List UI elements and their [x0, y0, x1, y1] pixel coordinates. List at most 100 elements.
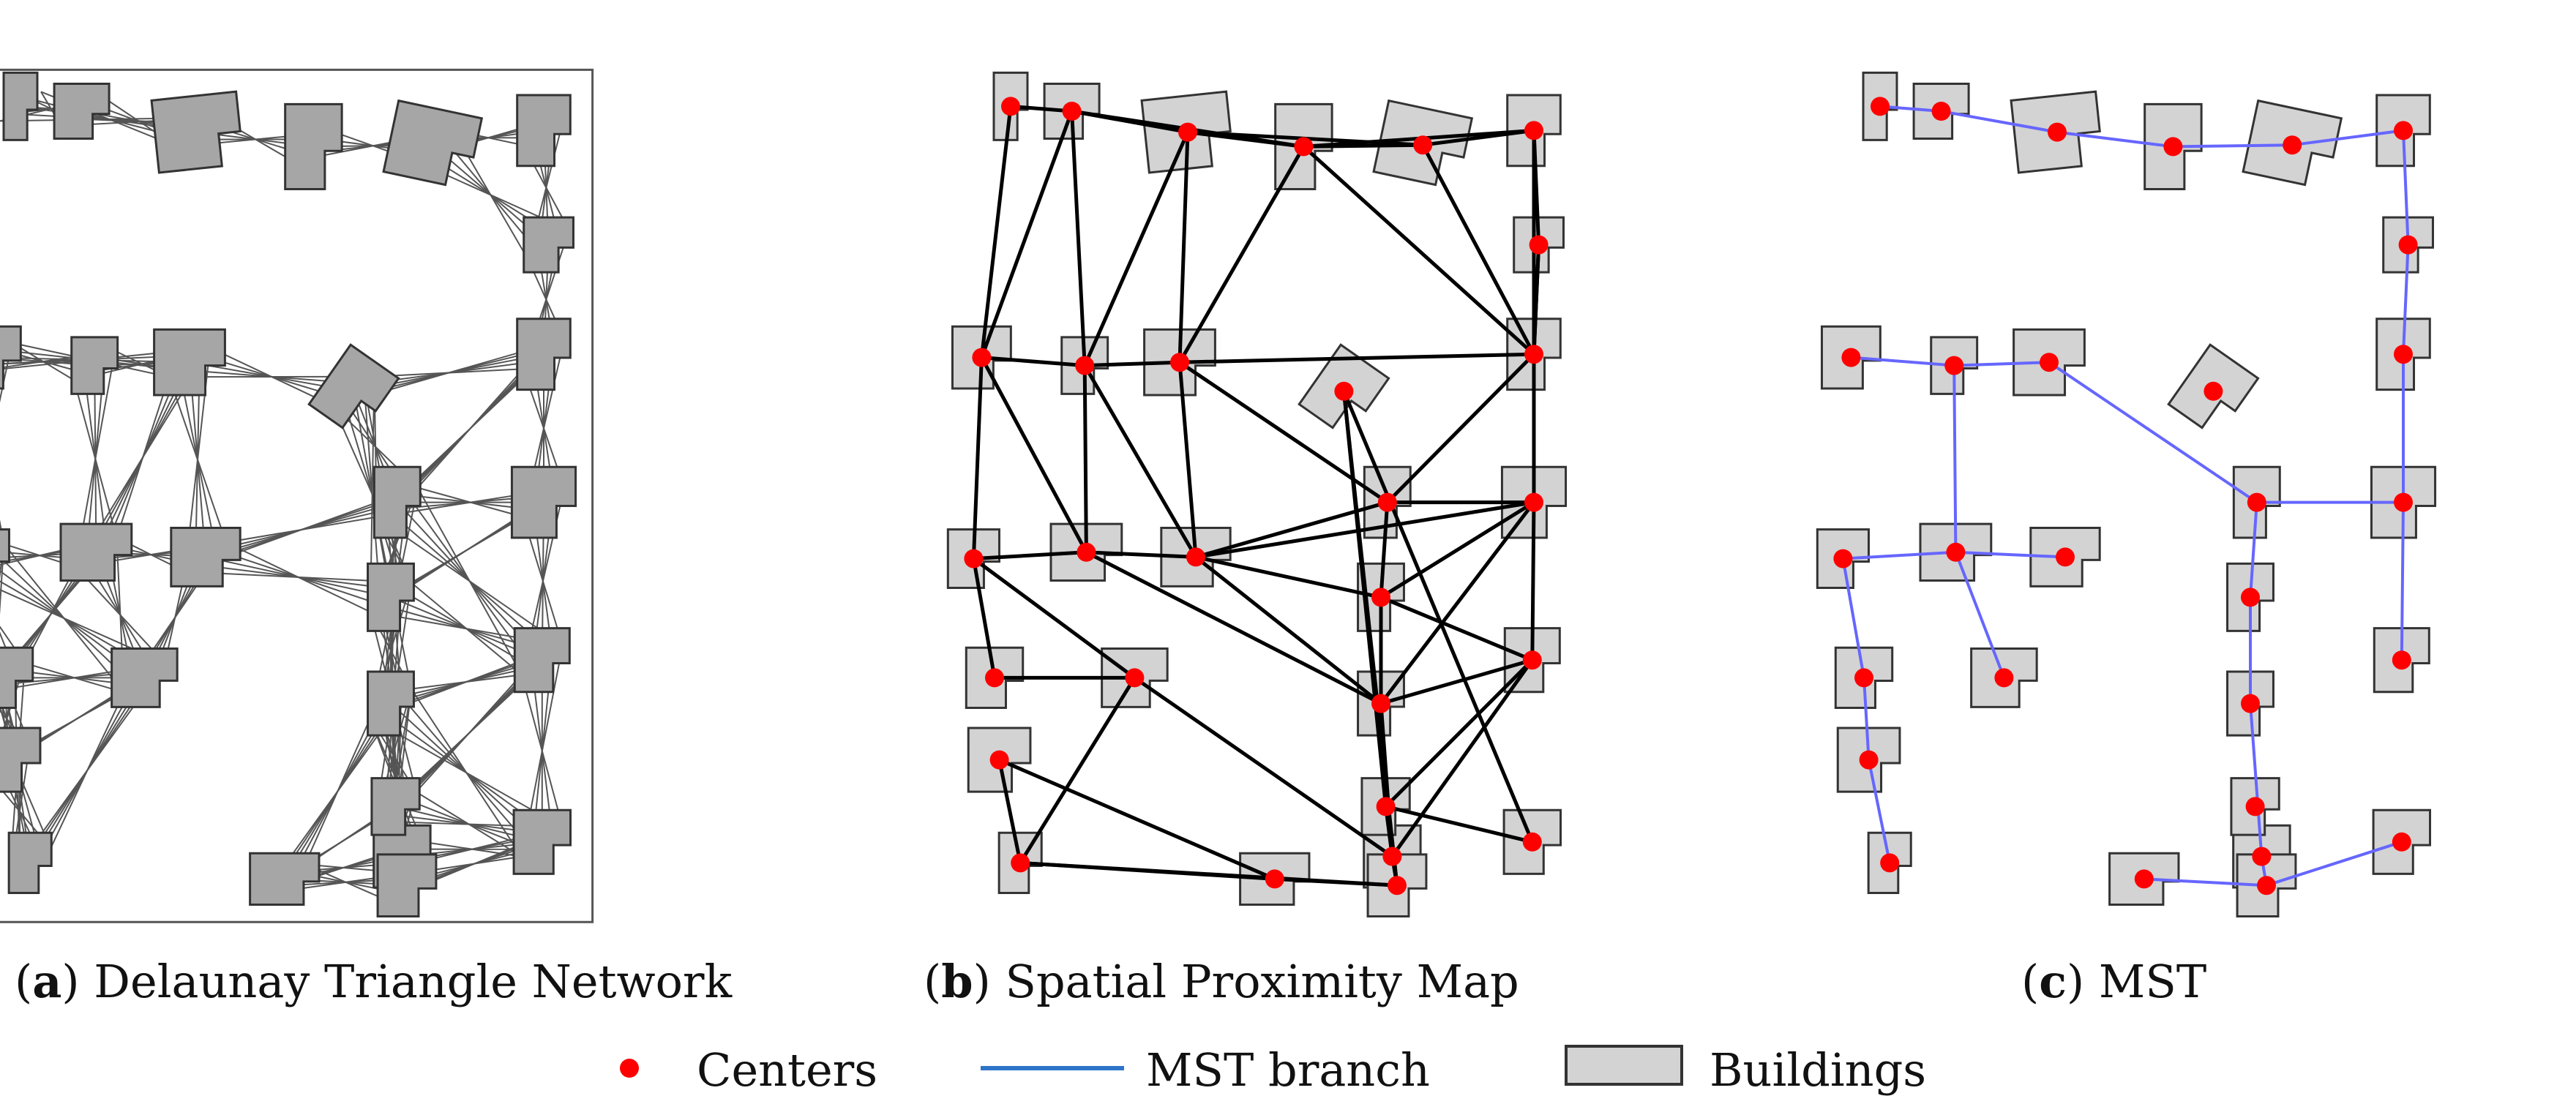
building-center: [1294, 137, 1314, 157]
building-center: [1944, 356, 1964, 375]
building-center: [2394, 492, 2413, 512]
building-footprint: [382, 99, 484, 187]
building-center: [1524, 121, 1543, 140]
mst-branch: [2266, 840, 2403, 887]
buildings-layer: [1816, 71, 2437, 918]
building-center: [1371, 587, 1390, 607]
building-footprint: [516, 318, 572, 391]
mst-branch: [1952, 365, 1958, 552]
centers-layer: [1833, 97, 2418, 896]
building-center: [2134, 869, 2154, 889]
delaunay-edge: [427, 855, 522, 872]
building-center: [2394, 121, 2413, 140]
proximity-edge: [1384, 658, 1534, 808]
proximity-edge: [1194, 555, 1382, 705]
caption-b-letter: b: [941, 955, 973, 1008]
delaunay-edge: [225, 541, 371, 613]
delaunay-edge: [0, 667, 31, 746]
proximity-edge: [1341, 391, 1388, 807]
proximity-edge: [1380, 596, 1533, 662]
proximity-edge: [1390, 658, 1534, 858]
mst-branch: [2048, 361, 2258, 504]
panel-a-delaunay-network: [0, 68, 594, 923]
proximity-edge: [997, 759, 1022, 863]
building-footprint: [2, 71, 39, 141]
proximity-edge: [1532, 244, 1541, 355]
building-center: [1522, 832, 1542, 852]
building-center: [1859, 750, 1879, 770]
delaunay-edge: [416, 791, 523, 857]
building-center: [1388, 876, 1407, 896]
delaunay-edge: [0, 671, 20, 753]
mst-branch: [2402, 244, 2410, 355]
delaunay-edge: [411, 582, 523, 675]
building-center: [2048, 122, 2067, 142]
proximity-edge: [1379, 500, 1535, 599]
building-center: [1854, 668, 1873, 688]
building-footprint: [376, 853, 438, 918]
caption-c-letter: c: [2039, 955, 2067, 1008]
building-center: [2247, 492, 2266, 512]
building-center: [1994, 668, 2014, 688]
proximity-edge: [973, 550, 1087, 561]
proximity-edge: [971, 357, 984, 559]
proximity-edge: [1195, 555, 1382, 599]
building-center: [1125, 668, 1145, 688]
building-center: [985, 668, 1004, 688]
mst-branch: [2143, 877, 2267, 887]
building-footprint: [367, 670, 415, 737]
building-footprint: [0, 325, 22, 390]
caption-b: (b) Spatial Proximity Map: [924, 955, 1519, 1008]
building-footprint: [249, 852, 321, 906]
legend-buildings-label: Buildings: [1710, 1043, 1927, 1097]
mst-branch: [1955, 550, 2066, 559]
proximity-edge: [1082, 131, 1190, 367]
building-center: [2394, 345, 2413, 364]
proximity-edge: [1085, 360, 1180, 368]
mst-branch: [1941, 110, 2058, 134]
building-center: [1011, 853, 1030, 873]
legend-mst-branch-label: MST branch: [1146, 1043, 1430, 1097]
building-center: [1075, 356, 1095, 375]
proximity-edge: [1177, 132, 1190, 363]
building-footprint: [0, 528, 10, 563]
caption-a-title: Delaunay Triangle Network: [94, 955, 733, 1008]
proximity-edge: [1177, 146, 1306, 364]
mst-edges: [1841, 105, 2410, 887]
building-center: [2163, 137, 2183, 157]
proximity-edge: [1133, 676, 1393, 858]
proximity-edge: [998, 758, 1276, 881]
building-footprint: [111, 647, 179, 708]
proximity-edge: [1379, 501, 1535, 705]
proximity-edge: [1086, 550, 1197, 559]
delaunay-edge: [3, 543, 125, 694]
building-footprint: [53, 82, 111, 140]
building-center: [1001, 97, 1020, 116]
building-center: [1077, 542, 1096, 562]
legend-mst-line-icon: [981, 1066, 1124, 1070]
mst-branch: [2056, 130, 2174, 149]
building-footprint: [70, 336, 119, 395]
mst-branch: [1851, 356, 1955, 367]
building-center: [1382, 846, 1402, 866]
proximity-edge: [980, 110, 1074, 358]
building-center: [1522, 650, 1542, 670]
building-footprint: [0, 727, 42, 793]
building-footprint: [153, 328, 226, 397]
proximity-edge: [1380, 658, 1533, 706]
delaunay-hull: [0, 68, 594, 923]
proximity-edge: [1302, 145, 1535, 356]
delaunay-edge: [0, 544, 5, 615]
mst-branch: [2249, 703, 2264, 857]
delaunay-edge: [416, 487, 523, 675]
building-center: [2241, 694, 2260, 713]
delaunay-edge: [417, 487, 524, 518]
building-center: [2204, 381, 2223, 401]
proximity-edges: [971, 104, 1541, 887]
building-footprint: [512, 808, 572, 875]
caption-a-letter: a: [32, 955, 62, 1008]
building-footprint: [284, 102, 343, 190]
building-footprint: [7, 831, 53, 895]
delaunay-edge: [209, 347, 334, 407]
